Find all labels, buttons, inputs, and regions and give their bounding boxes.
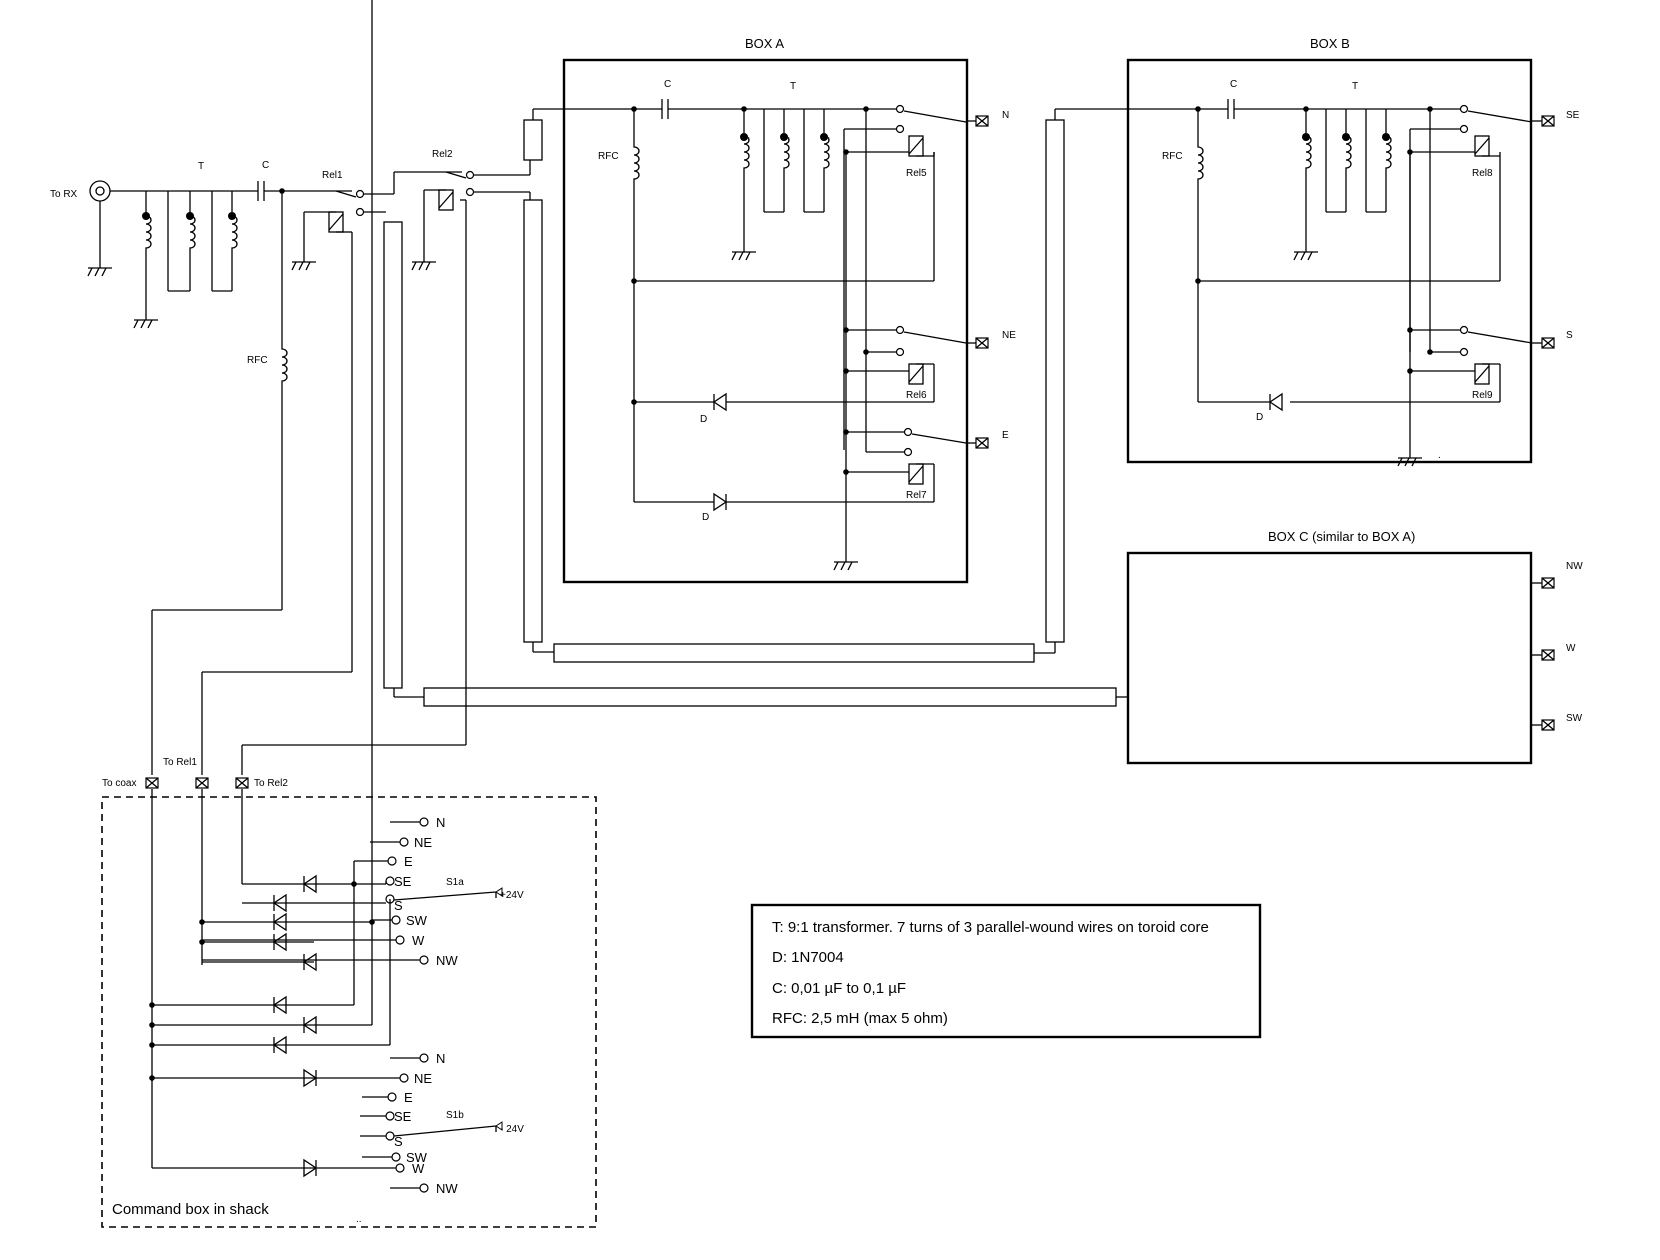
s1b-w: W	[412, 1161, 425, 1176]
box-a: BOX A C	[523, 36, 1035, 663]
box-c-title: BOX C (similar to BOX A)	[1268, 529, 1415, 544]
to-coax-label: To coax	[102, 778, 136, 789]
rel9-label: Rel9	[1472, 390, 1493, 401]
svg-text:..: ..	[356, 1214, 362, 1225]
box-a-title: BOX A	[745, 36, 784, 51]
s1a-s: S	[394, 898, 403, 913]
t-label-a: T	[790, 81, 796, 92]
dir-s-label: S	[1566, 330, 1573, 341]
s1b-ne: NE	[414, 1071, 432, 1086]
legend-d: D: 1N7004	[772, 949, 844, 966]
c-label-left: C	[262, 160, 269, 171]
t-label-b: T	[1352, 81, 1358, 92]
s1b-nw: NW	[436, 1181, 458, 1196]
box-b: BOX B C	[1034, 36, 1580, 654]
dir-se-label: SE	[1566, 110, 1580, 121]
switch-s1a: N NE E SE S SW W NW S1a +24V	[202, 815, 524, 968]
coax-line-c	[383, 221, 403, 689]
d-label-a1: D	[700, 414, 707, 425]
dir-n-label: N	[1002, 110, 1009, 121]
relay-rel7: Rel7	[726, 352, 967, 503]
dir-sw-label-c: SW	[1566, 713, 1583, 724]
transformer-t-a: T	[731, 81, 830, 261]
rel6-label: Rel6	[906, 390, 927, 401]
rel2-label: Rel2	[432, 149, 453, 160]
box-c: BOX C (similar to BOX A) NW W SW	[1126, 529, 1583, 765]
s1b-label: S1b	[446, 1110, 464, 1121]
c-label-a: C	[664, 79, 671, 90]
rel8-label: Rel8	[1472, 168, 1493, 179]
relay-rel8: Rel8	[1409, 104, 1533, 352]
s1b-sw: SW	[406, 1150, 428, 1165]
s1a-sw: SW	[406, 913, 428, 928]
relay-rel1: Rel1	[201, 170, 462, 775]
relay-rel6: Rel6	[726, 109, 967, 403]
s1a-e: E	[404, 854, 413, 869]
plus24-label: +24V	[500, 890, 524, 901]
s1b-n: N	[436, 1051, 445, 1066]
rel5-label: Rel5	[906, 168, 927, 179]
relay-rel9: Rel9	[1290, 109, 1533, 403]
s1a-label: S1a	[446, 877, 464, 888]
component-legend: T: 9:1 transformer. 7 turns of 3 paralle…	[750, 903, 1262, 1039]
d-label-b: D	[1256, 412, 1263, 423]
rel1-label: Rel1	[322, 170, 343, 181]
rel7-label: Rel7	[906, 490, 927, 501]
rfc-label-left: RFC	[247, 355, 268, 366]
to-rx-label: To RX	[50, 189, 78, 200]
to-rel1-label: To Rel1	[163, 757, 197, 768]
s1b-se: SE	[394, 1109, 412, 1124]
svg-text:.: .	[1438, 450, 1441, 461]
relay-rel2: Rel2	[241, 149, 531, 775]
box-b-title: BOX B	[1310, 36, 1350, 51]
legend-c: C: 0,01 µF to 0,1 µF	[772, 980, 906, 997]
switch-s1b: N NE E SE S SW W NW S1b - 24V	[152, 1051, 524, 1196]
s1a-n: N	[436, 815, 445, 830]
s1a-w: W	[412, 933, 425, 948]
command-box-title: Command box in shack	[112, 1201, 269, 1218]
rx-connector-icon	[89, 180, 111, 202]
s1b-s: S	[394, 1134, 403, 1149]
front-end: To RX T C	[50, 149, 1128, 775]
minus24-label: - 24V	[500, 1124, 524, 1135]
transformer-t-b: T	[1293, 81, 1392, 261]
c-label-b: C	[1230, 79, 1237, 90]
s1a-ne: NE	[414, 835, 432, 850]
t-label-left: T	[198, 161, 204, 172]
dir-w-label-c: W	[1566, 643, 1576, 654]
dir-nw-label-c: NW	[1566, 561, 1583, 572]
transformer-t-left: T	[133, 161, 238, 329]
rfc-label-b: RFC	[1162, 151, 1183, 162]
capacitor-c-left: C	[257, 160, 269, 201]
rfc-label-a: RFC	[598, 151, 619, 162]
legend-t: T: 9:1 transformer. 7 turns of 3 paralle…	[772, 919, 1209, 936]
command-box: Command box in shack To coax To Rel1 To …	[101, 0, 597, 1228]
legend-rfc: RFC: 2,5 mH (max 5 ohm)	[772, 1010, 948, 1027]
dir-e-label: E	[1002, 430, 1009, 441]
s1a-se: SE	[394, 874, 412, 889]
s1b-e: E	[404, 1090, 413, 1105]
dir-ne-label: NE	[1002, 330, 1016, 341]
to-rel2-label: To Rel2	[254, 778, 288, 789]
relay-rel5: Rel5	[843, 104, 967, 450]
s1a-nw: NW	[436, 953, 458, 968]
d-label-a2: D	[702, 512, 709, 523]
